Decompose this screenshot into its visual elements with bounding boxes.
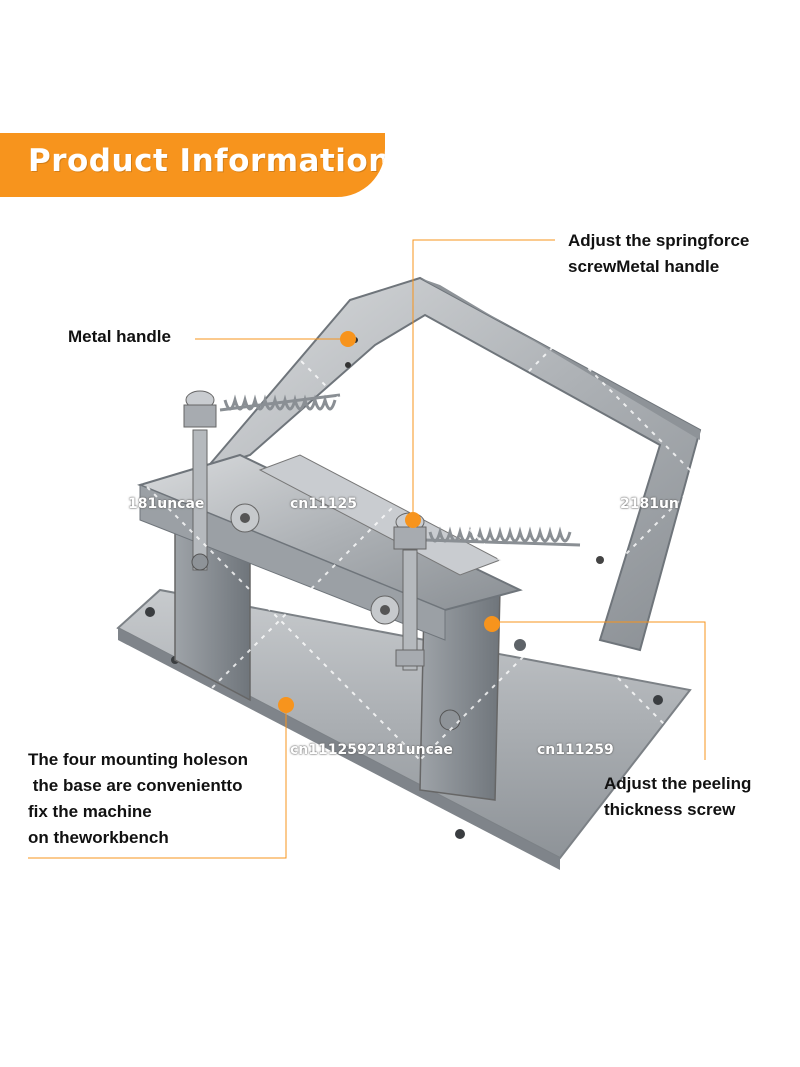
callout-peeling-line1: Adjust the peeling: [604, 774, 752, 793]
leader-peeling: [495, 621, 706, 760]
callout-dot-spring: [405, 512, 421, 528]
mounting-hole: [145, 607, 155, 617]
mounting-hole: [455, 829, 465, 839]
callout-peeling: Adjust the peeling thickness screw: [604, 771, 751, 823]
spring-right: [424, 526, 581, 547]
watermark: 181uncae: [128, 496, 205, 512]
watermark: cn111259: [537, 742, 614, 758]
spring-left: [219, 393, 341, 412]
watermark: cn1112592181uncae: [290, 742, 453, 758]
screw-head: [439, 709, 461, 731]
leader-spring: [412, 239, 555, 520]
callout-mounting-line2: the base are convenientto: [28, 776, 243, 795]
callout-dot-mounting: [278, 697, 294, 713]
leader-mounting: [28, 705, 287, 859]
callout-dot-handle: [340, 331, 356, 347]
callout-spring: Adjust the springforce screwMetal handle: [568, 228, 749, 280]
banner-title: Product Information: [28, 143, 385, 179]
section-banner: Product Information: [0, 133, 385, 197]
screw-head: [191, 553, 209, 571]
callout-mounting: The four mounting holeson the base are c…: [28, 747, 248, 851]
callout-spring-line1: Adjust the springforce: [568, 231, 750, 250]
callout-peeling-line2: thickness screw: [604, 800, 736, 819]
callout-mounting-line1: The four mounting holeson: [28, 750, 249, 769]
callout-spring-line2: screwMetal handle: [568, 257, 720, 276]
mounting-hole: [653, 695, 663, 705]
callout-dot-peeling: [484, 616, 500, 632]
watermark: 2181un: [620, 496, 679, 512]
callout-handle: Metal handle: [68, 327, 171, 346]
callout-mounting-line4: on theworkbench: [28, 828, 169, 847]
adjust-rod-right: [402, 549, 418, 671]
callout-mounting-line3: fix the machine: [28, 802, 152, 821]
watermark: cn11125: [290, 496, 357, 512]
